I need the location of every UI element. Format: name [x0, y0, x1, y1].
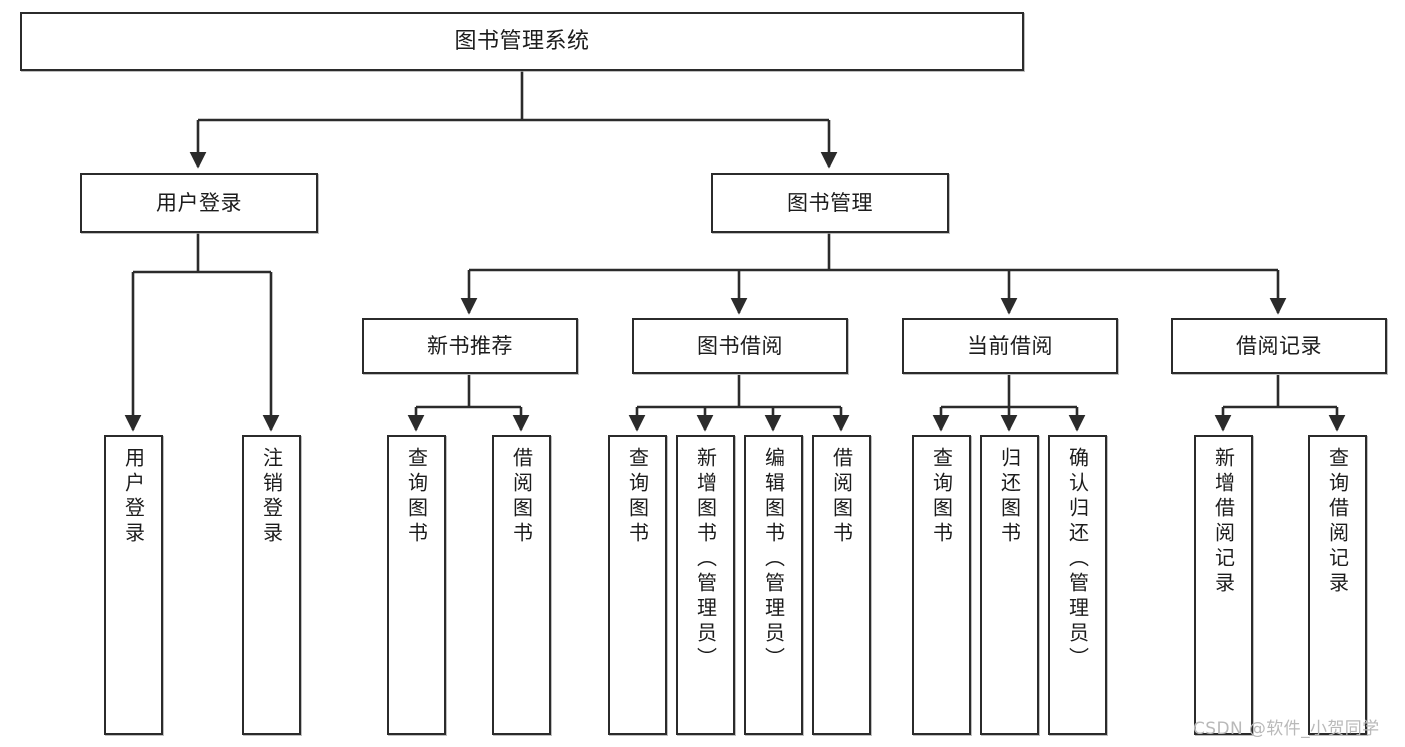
node-leaf-borrow-book-2-label: 借阅图书 [829, 447, 854, 547]
node-leaf-confirm-return-admin[interactable]: 确认归还（管理员） [1048, 435, 1107, 735]
node-book-borrow[interactable]: 图书借阅 [632, 318, 848, 374]
node-book-borrow-label: 图书借阅 [697, 333, 783, 358]
node-current-borrow[interactable]: 当前借阅 [902, 318, 1118, 374]
node-user-login-label: 用户登录 [156, 190, 242, 215]
node-new-book-recommend[interactable]: 新书推荐 [362, 318, 578, 374]
node-leaf-user-login[interactable]: 用户登录 [104, 435, 163, 735]
node-leaf-edit-book-admin[interactable]: 编辑图书（管理员） [744, 435, 803, 735]
node-leaf-query-borrow-record[interactable]: 查询借阅记录 [1308, 435, 1367, 735]
node-leaf-query-book-3[interactable]: 查询图书 [912, 435, 971, 735]
node-leaf-add-borrow-record[interactable]: 新增借阅记录 [1194, 435, 1253, 735]
node-leaf-add-book-admin-label: 新增图书（管理员） [693, 447, 718, 672]
node-leaf-return-book-label: 归还图书 [997, 447, 1022, 547]
node-leaf-return-book[interactable]: 归还图书 [980, 435, 1039, 735]
node-book-management[interactable]: 图书管理 [711, 173, 949, 233]
node-user-login[interactable]: 用户登录 [80, 173, 318, 233]
node-root-system-label: 图书管理系统 [454, 28, 590, 54]
node-leaf-query-borrow-record-label: 查询借阅记录 [1325, 447, 1350, 597]
node-leaf-logout-login-label: 注销登录 [259, 447, 284, 547]
node-root-system[interactable]: 图书管理系统 [20, 12, 1024, 71]
node-leaf-borrow-book-2[interactable]: 借阅图书 [812, 435, 871, 735]
node-current-borrow-label: 当前借阅 [967, 333, 1053, 358]
node-leaf-query-book-2-label: 查询图书 [625, 447, 650, 547]
node-leaf-query-book-2[interactable]: 查询图书 [608, 435, 667, 735]
node-borrow-record-label: 借阅记录 [1236, 333, 1322, 358]
node-leaf-query-book-1[interactable]: 查询图书 [387, 435, 446, 735]
node-leaf-confirm-return-admin-label: 确认归还（管理员） [1065, 447, 1090, 672]
node-borrow-record[interactable]: 借阅记录 [1171, 318, 1387, 374]
node-leaf-query-book-1-label: 查询图书 [404, 447, 429, 547]
node-leaf-add-borrow-record-label: 新增借阅记录 [1211, 447, 1236, 597]
node-leaf-borrow-book-1-label: 借阅图书 [509, 447, 534, 547]
node-new-book-recommend-label: 新书推荐 [427, 333, 513, 358]
node-leaf-add-book-admin[interactable]: 新增图书（管理员） [676, 435, 735, 735]
node-leaf-edit-book-admin-label: 编辑图书（管理员） [761, 447, 786, 672]
node-book-management-label: 图书管理 [787, 190, 873, 215]
node-leaf-user-login-label: 用户登录 [121, 447, 146, 547]
watermark-text: CSDN @软件_小贺同学 [1193, 719, 1380, 739]
node-leaf-query-book-3-label: 查询图书 [929, 447, 954, 547]
node-leaf-logout-login[interactable]: 注销登录 [242, 435, 301, 735]
node-leaf-borrow-book-1[interactable]: 借阅图书 [492, 435, 551, 735]
